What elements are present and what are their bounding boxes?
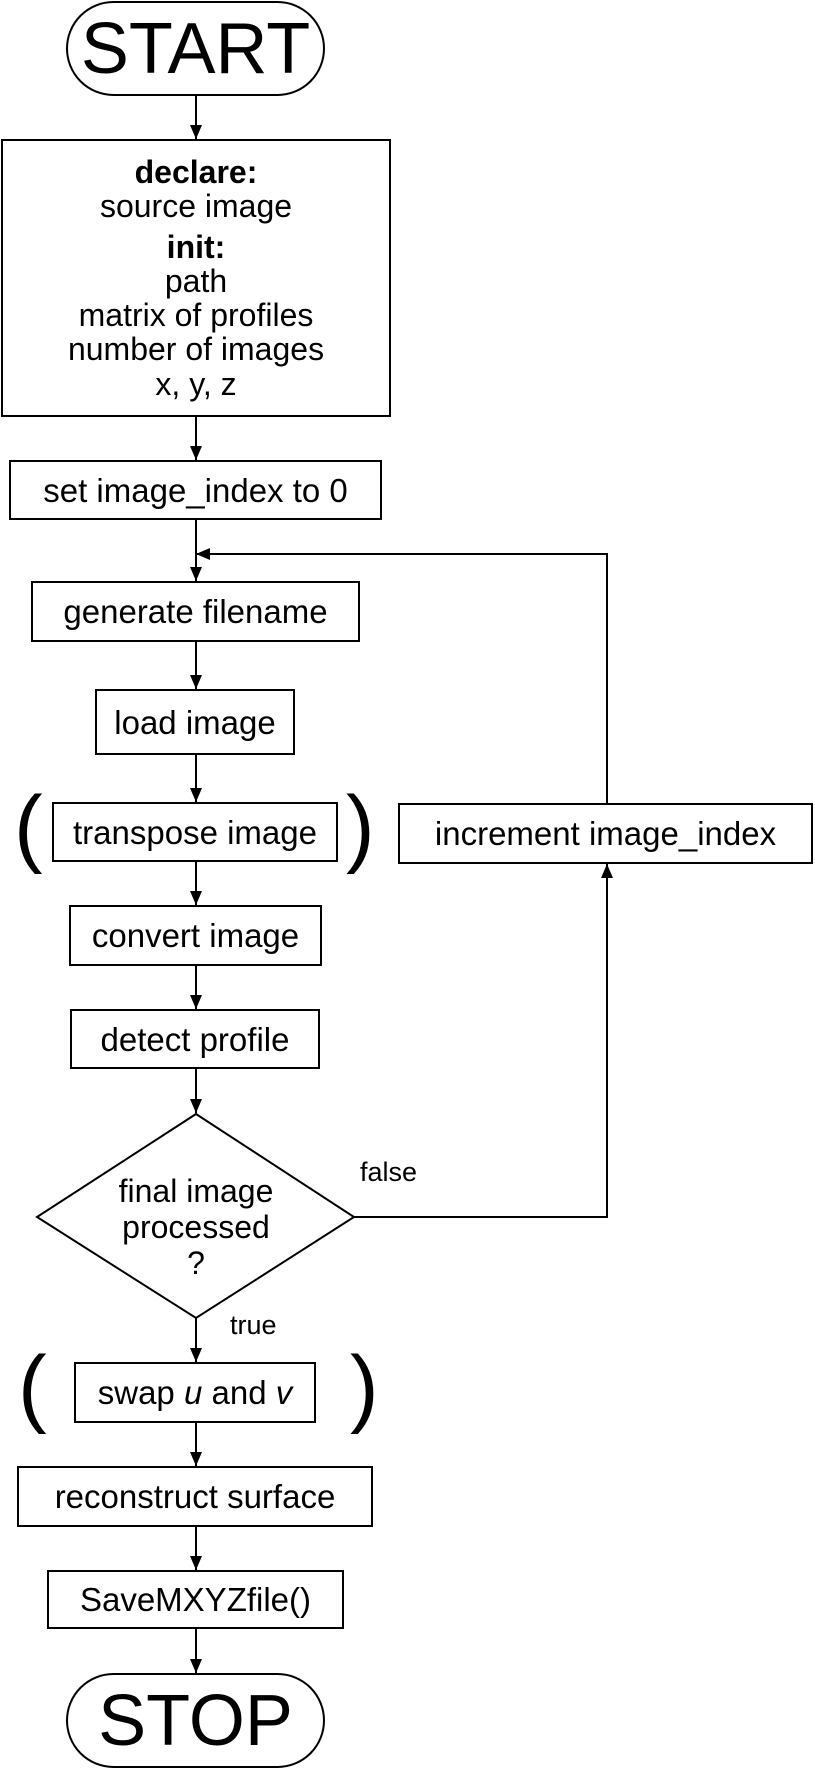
declare-heading: declare: (134, 154, 258, 191)
save-file-step: SaveMXYZfile() (47, 1570, 344, 1629)
increment-index-step: increment image_index (398, 803, 813, 864)
swap-v: v (275, 1374, 293, 1411)
detect-profile-step: detect profile (70, 1009, 320, 1069)
generate-filename-step: generate filename (31, 581, 360, 642)
init-item-xyz: x, y, z (155, 365, 237, 402)
optional-open-paren-swap: ( (18, 1339, 47, 1435)
swap-prefix: swap (97, 1374, 184, 1411)
set-index-step: set image_index to 0 (9, 460, 382, 520)
branch-label-false: false (360, 1157, 418, 1187)
swap-uv-step: swap u and v (74, 1362, 316, 1423)
swap-u: u (183, 1374, 203, 1411)
reconstruct-surface-step: reconstruct surface (17, 1466, 373, 1527)
arrow-increment-loop-back (196, 548, 608, 803)
branch-label-true: true (230, 1310, 277, 1340)
init-heading: init: (166, 228, 226, 265)
decision-line-1: final image (118, 1173, 274, 1209)
decision-line-3: ? (187, 1244, 205, 1281)
optional-open-paren-transpose: ( (14, 779, 43, 875)
declare-item-source-image: source image (99, 188, 293, 225)
decision-final-image-processed: final image processed ? (76, 1173, 316, 1281)
init-item-path: path (164, 262, 228, 299)
transpose-image-step: transpose image (52, 802, 338, 862)
stop-terminal: STOP (66, 1673, 325, 1768)
init-item-number-of-images: number of images (67, 331, 325, 368)
swap-and: and (202, 1374, 276, 1411)
init-item-matrix: matrix of profiles (78, 297, 314, 334)
optional-close-paren-transpose: ) (346, 779, 375, 875)
convert-image-step: convert image (69, 905, 322, 966)
declare-init-block: declare: source image init: path matrix … (1, 139, 391, 417)
start-terminal: START (66, 1, 325, 96)
decision-line-2: processed (122, 1208, 270, 1245)
decision-diamond (35, 1112, 356, 1320)
arrow-false-to-increment (354, 864, 613, 1218)
load-image-step: load image (95, 689, 295, 755)
optional-close-paren-swap: ) (350, 1339, 379, 1435)
